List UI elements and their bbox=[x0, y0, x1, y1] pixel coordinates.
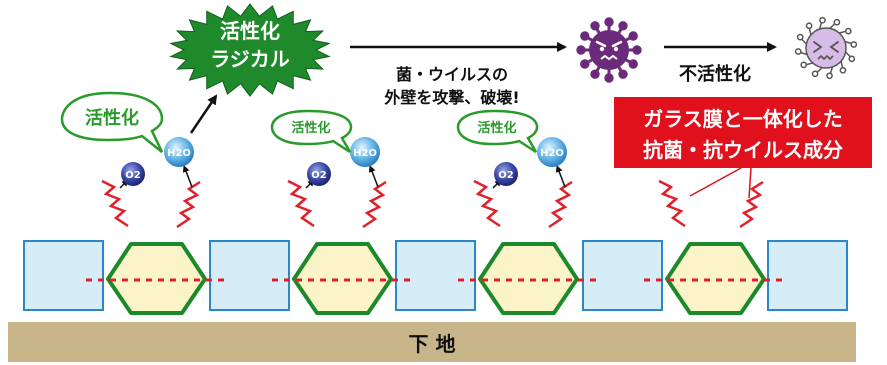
virus-spike-tip bbox=[632, 45, 642, 55]
activation-label: 活性化 bbox=[85, 107, 139, 129]
zigzag-ray bbox=[473, 179, 501, 228]
inactive-virus-spike-tip bbox=[811, 70, 819, 78]
virus-spike-tip bbox=[628, 59, 638, 69]
zigzag-ray bbox=[176, 180, 201, 229]
inactive-virus-spike-tip bbox=[848, 55, 856, 63]
water-molecule bbox=[164, 137, 194, 167]
inactive-virus-spike bbox=[808, 27, 812, 35]
virus-spike-tip bbox=[604, 17, 614, 27]
callout-pointer bbox=[689, 167, 742, 197]
inactive-virus-spike-tip bbox=[844, 27, 852, 35]
zigzag-ray bbox=[287, 179, 315, 228]
attack-text-line2: 外壁を攻撃、破壊! bbox=[383, 88, 519, 107]
glass-square bbox=[395, 240, 476, 311]
virus-spike-tip bbox=[618, 69, 628, 79]
inactive-virus-spike bbox=[845, 51, 851, 58]
virus-icon bbox=[576, 17, 642, 83]
activation-label: 活性化 bbox=[291, 120, 330, 136]
virus-spike-tip bbox=[628, 31, 638, 41]
molecule-group-1: O2 H2O bbox=[119, 137, 194, 189]
glass-square bbox=[582, 240, 663, 311]
glass-square bbox=[767, 240, 848, 311]
water-label: H2O bbox=[353, 148, 377, 159]
virus-spike-tip bbox=[580, 31, 590, 41]
antibacterial-hexagon bbox=[292, 242, 393, 315]
zigzag-ray bbox=[658, 179, 686, 228]
inactive-virus-spike bbox=[840, 61, 844, 69]
callout-line2: 抗菌・抗ウイルス成分 bbox=[643, 138, 843, 162]
zigzag-ray bbox=[548, 180, 573, 229]
light-rays bbox=[101, 179, 764, 229]
component-callout: ガラス膜と一体化した 抗菌・抗ウイルス成分 bbox=[614, 97, 872, 199]
inactive-virus-icon bbox=[794, 16, 858, 80]
inactive-virus-spike-tip bbox=[839, 66, 847, 74]
glass-square bbox=[209, 240, 290, 311]
oxygen-molecule bbox=[307, 162, 331, 186]
attack-text-line1: 菌・ウイルスの bbox=[396, 65, 508, 84]
virus-spike-tip bbox=[618, 21, 628, 31]
zigzag-ray bbox=[101, 179, 129, 228]
inactive-virus-spike-tip bbox=[833, 18, 841, 26]
inactivation-label: 不活性化 bbox=[679, 63, 751, 85]
inactive-virus-spike-tip bbox=[794, 48, 802, 55]
oxygen-molecule bbox=[121, 162, 145, 186]
activation-bubble-3: 活性化 bbox=[456, 109, 539, 154]
callout-line1: ガラス膜と一体化した bbox=[643, 107, 843, 131]
oxygen-label: O2 bbox=[125, 170, 141, 181]
inactive-virus-spike-tip bbox=[796, 33, 804, 41]
inactive-virus-spike bbox=[839, 30, 847, 34]
inactive-virus-spike-tip bbox=[800, 61, 808, 69]
inactive-virus-spike bbox=[829, 66, 834, 74]
inactive-virus-spike bbox=[818, 22, 823, 30]
base-label: 下 地 bbox=[409, 332, 456, 356]
oxygen-label: O2 bbox=[498, 170, 514, 181]
radical-burst: 活性化 ラジカル bbox=[169, 3, 331, 97]
base-substrate bbox=[8, 322, 856, 362]
virus-spike-tip bbox=[590, 21, 600, 31]
molecule-group-2: O2 H2O bbox=[305, 137, 380, 189]
inactive-virus-spike bbox=[816, 67, 823, 73]
inactive-virus-spike-tip bbox=[819, 16, 826, 24]
water-label: H2O bbox=[167, 148, 191, 159]
inactive-virus-spike bbox=[800, 51, 808, 56]
glass-square bbox=[23, 240, 104, 311]
inactive-virus-spike bbox=[844, 40, 852, 45]
burst-label-line1: 活性化 bbox=[220, 19, 280, 43]
virus-spike-tip bbox=[580, 59, 590, 69]
water-molecule bbox=[350, 137, 380, 167]
antibacterial-hexagon bbox=[665, 242, 766, 315]
burst-label-line2: ラジカル bbox=[210, 47, 290, 71]
virus-spike-tip bbox=[590, 69, 600, 79]
activation-arrow bbox=[189, 94, 218, 134]
antibacterial-hexagon bbox=[478, 242, 579, 315]
antibacterial-hexagon bbox=[106, 242, 207, 315]
virus-spike-tip bbox=[576, 45, 586, 55]
inactive-virus-spike-tip bbox=[805, 22, 813, 30]
zigzag-ray bbox=[739, 180, 764, 229]
inactive-virus-spike bbox=[829, 23, 836, 29]
glass-film-layer bbox=[23, 240, 848, 315]
inactive-virus-spike-tip bbox=[850, 41, 858, 48]
virus-spike-tip bbox=[604, 73, 614, 83]
callout-pointer bbox=[748, 167, 752, 199]
inactive-virus-spike bbox=[805, 62, 813, 66]
inactive-virus-spike-tip bbox=[826, 72, 833, 80]
water-label: H2O bbox=[540, 148, 564, 159]
molecule-group-3: O2 H2O bbox=[492, 137, 567, 189]
inactive-virus-spike bbox=[801, 38, 807, 45]
activation-label: 活性化 bbox=[477, 120, 516, 136]
activation-bubble-2: 活性化 bbox=[270, 109, 353, 154]
oxygen-label: O2 bbox=[311, 170, 327, 181]
water-molecule bbox=[537, 137, 567, 167]
zigzag-ray bbox=[362, 180, 387, 229]
oxygen-molecule bbox=[494, 162, 518, 186]
activation-bubble-1: 活性化 bbox=[60, 91, 164, 153]
